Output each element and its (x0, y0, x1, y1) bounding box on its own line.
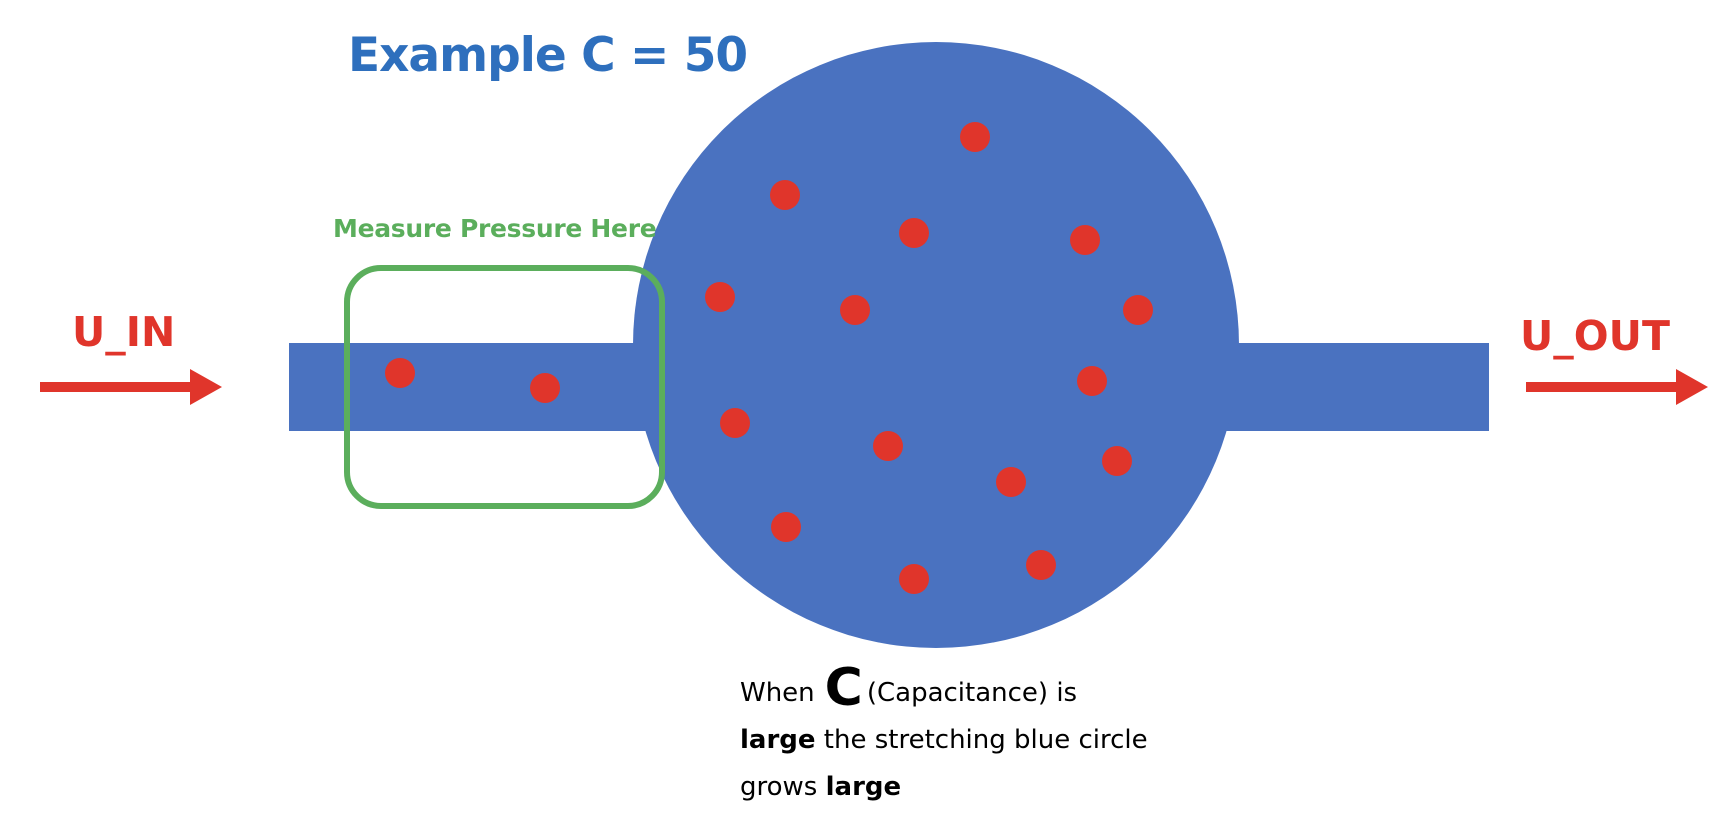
particle (1123, 295, 1153, 325)
particle (899, 564, 929, 594)
particle (899, 218, 929, 248)
caption-large-1: large (740, 725, 816, 755)
caption-line-3: grows large (740, 764, 1180, 811)
output-arrow-icon (1526, 369, 1708, 405)
particle (1102, 446, 1132, 476)
measure-box (344, 265, 665, 509)
particle (1026, 550, 1056, 580)
input-label: U_IN (72, 308, 176, 356)
particles (385, 122, 1153, 594)
caption-large-2: large (825, 772, 902, 802)
caption-symbol-c: C (824, 658, 863, 718)
particle (1077, 366, 1107, 396)
capacitance-circle (633, 42, 1239, 648)
particle (705, 282, 735, 312)
output-label: U_OUT (1520, 312, 1670, 360)
particle (385, 358, 415, 388)
caption-after-c: (Capacitance) is (866, 678, 1078, 708)
caption-line-2: large the stretching blue circle (740, 717, 1180, 764)
particle (720, 408, 750, 438)
input-arrow-icon (40, 369, 222, 405)
particle (873, 431, 903, 461)
particle (770, 180, 800, 210)
particle (840, 295, 870, 325)
diagram-title: Example C = 50 (348, 28, 748, 83)
particle (771, 512, 801, 542)
particle (960, 122, 990, 152)
particle (996, 467, 1026, 497)
particle (530, 373, 560, 403)
caption-after-large: the stretching blue circle (815, 725, 1148, 755)
particle (1070, 225, 1100, 255)
caption-grows: grows (740, 772, 826, 802)
caption-when: When (740, 678, 815, 708)
measure-pressure-label: Measure Pressure Here (333, 214, 657, 243)
